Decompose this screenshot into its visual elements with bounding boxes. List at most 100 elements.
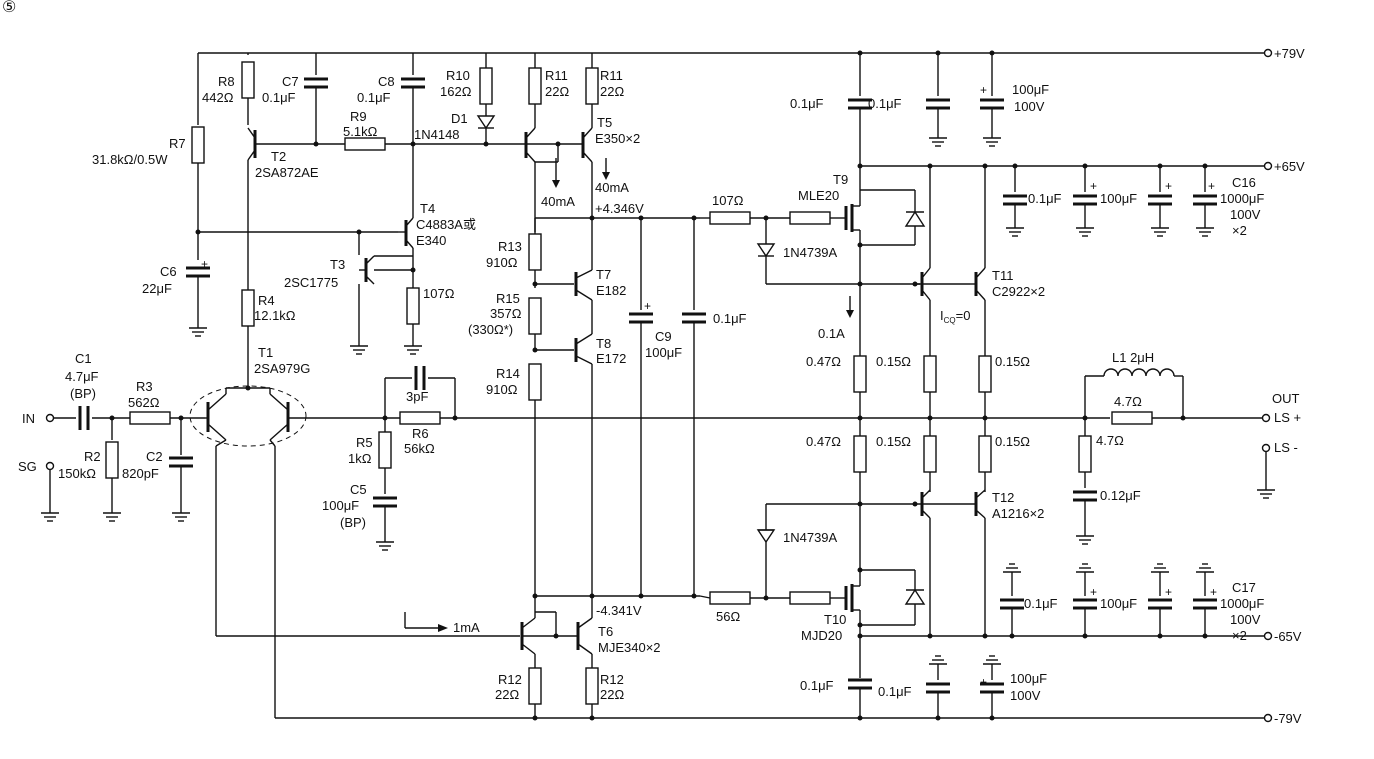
signal-ground-label: SG xyxy=(18,459,37,474)
icq-label: ICQ=0 xyxy=(940,308,970,325)
r6-value: 56kΩ xyxy=(404,441,435,456)
c-top2-value: 0.1μF xyxy=(868,96,902,111)
c-rail2-value: 100μF xyxy=(1100,191,1137,206)
t5-part: E350×2 xyxy=(595,131,640,146)
r11a-value: 22Ω xyxy=(545,84,569,99)
icq-symbol: I xyxy=(940,308,944,323)
c5-value: 100μF xyxy=(322,498,359,513)
c9-value: 100μF xyxy=(645,345,682,360)
c8-label: C8 xyxy=(378,74,395,89)
r14-label: R14 xyxy=(496,366,520,381)
output-stage: + + + + xyxy=(699,50,1276,721)
c1-label: C1 xyxy=(75,351,92,366)
c-3pf-value: 3pF xyxy=(406,389,428,404)
feedback-network xyxy=(371,364,860,551)
t8-label: T8 xyxy=(596,336,611,351)
c16-label: C16 xyxy=(1232,175,1256,190)
c5-label: C5 xyxy=(350,482,367,497)
t10-part: MJD20 xyxy=(801,628,842,643)
r047b-value: 0.47Ω xyxy=(806,434,841,449)
c1-value: 4.7μF xyxy=(65,369,99,384)
r15-label: R15 xyxy=(496,291,520,306)
r7-label: R7 xyxy=(169,136,186,151)
r9-label: R9 xyxy=(350,109,367,124)
r2-value: 150kΩ xyxy=(58,466,96,481)
r015d-value: 0.15Ω xyxy=(995,434,1030,449)
c9-polarity: + xyxy=(644,299,651,313)
svg-text:+: + xyxy=(980,675,987,689)
t9-part: MLE20 xyxy=(798,188,839,203)
r107-value: 107Ω xyxy=(423,286,455,301)
c-top1-value: 0.1μF xyxy=(790,96,824,111)
c-top3-value: 100μF xyxy=(1012,82,1049,97)
r10-value: 162Ω xyxy=(440,84,472,99)
d1-part: 1N4148 xyxy=(414,127,460,142)
c-rail3-value: 0.1μF xyxy=(1024,596,1058,611)
r047a-value: 0.47Ω xyxy=(806,354,841,369)
r15-alt: (330Ω*) xyxy=(468,322,513,337)
rail-label-minus79: -79V xyxy=(1274,711,1302,726)
r12a-label: R12 xyxy=(498,672,522,687)
r12a-value: 22Ω xyxy=(495,687,519,702)
icq-value: =0 xyxy=(956,308,971,323)
t1-part: 2SA979G xyxy=(254,361,310,376)
t12-part: A1216×2 xyxy=(992,506,1044,521)
c16-value: 1000μF xyxy=(1220,191,1264,206)
r12b-value: 22Ω xyxy=(600,687,624,702)
rail-label-plus79: +79V xyxy=(1274,46,1305,61)
r5-label: R5 xyxy=(356,435,373,450)
r47a-value: 4.7Ω xyxy=(1114,394,1142,409)
c012-value: 0.12μF xyxy=(1100,488,1141,503)
zener2-part: 1N4739A xyxy=(783,530,838,545)
svg-text:+: + xyxy=(1090,179,1097,193)
t5-label: T5 xyxy=(597,115,612,130)
c17-qty: ×2 xyxy=(1232,628,1247,643)
t11-label: T11 xyxy=(992,268,1013,283)
c-bot3-value: 100μF xyxy=(1010,671,1047,686)
c-bot1-value: 0.1μF xyxy=(800,678,834,693)
t8-part: E172 xyxy=(596,351,626,366)
r3-label: R3 xyxy=(136,379,153,394)
t3-label: T3 xyxy=(330,257,345,272)
voltage-minus4341: -4.341V xyxy=(596,603,642,618)
r10-label: R10 xyxy=(446,68,470,83)
input-section xyxy=(40,404,205,522)
rail-terminals xyxy=(1263,48,1273,723)
t4-part: C4883A或 xyxy=(416,217,476,232)
r11b-label: R11 xyxy=(600,68,623,83)
r5-value: 1kΩ xyxy=(348,451,372,466)
c17-value: 1000μF xyxy=(1220,596,1264,611)
r9-value: 5.1kΩ xyxy=(343,124,378,139)
r6-label: R6 xyxy=(412,426,429,441)
r11b-value: 22Ω xyxy=(600,84,624,99)
t6-label: T6 xyxy=(598,624,613,639)
svg-text:+: + xyxy=(1165,179,1172,193)
r56-value: 56Ω xyxy=(716,609,740,624)
c2-label: C2 xyxy=(146,449,163,464)
t7-label: T7 xyxy=(596,267,611,282)
c9-label: C9 xyxy=(655,329,672,344)
r12b-label: R12 xyxy=(600,672,624,687)
c-top3-voltage: 100V xyxy=(1014,99,1045,114)
current-40ma-b: 40mA xyxy=(541,194,575,209)
t6-part: MJE340×2 xyxy=(598,640,661,655)
c-rail4-value: 100μF xyxy=(1100,596,1137,611)
t11-part: C2922×2 xyxy=(992,284,1045,299)
current-40ma-a: 40mA xyxy=(595,180,629,195)
r4-label: R4 xyxy=(258,293,275,308)
c-rail1-value: 0.1μF xyxy=(1028,191,1062,206)
c17-voltage: 100V xyxy=(1230,612,1261,627)
c-bot3-voltage: 100V xyxy=(1010,688,1041,703)
t2-label: T2 xyxy=(271,149,286,164)
c7-label: C7 xyxy=(282,74,299,89)
t7-part: E182 xyxy=(596,283,626,298)
current-01a: 0.1A xyxy=(818,326,845,341)
current-1ma-arrow xyxy=(404,612,448,632)
r8-value: 442Ω xyxy=(202,90,234,105)
r015a-value: 0.15Ω xyxy=(876,354,911,369)
t4-part-alt: E340 xyxy=(416,233,446,248)
c6-polarity: + xyxy=(201,257,208,271)
r14-value: 910Ω xyxy=(486,382,518,397)
r8-label: R8 xyxy=(218,74,235,89)
